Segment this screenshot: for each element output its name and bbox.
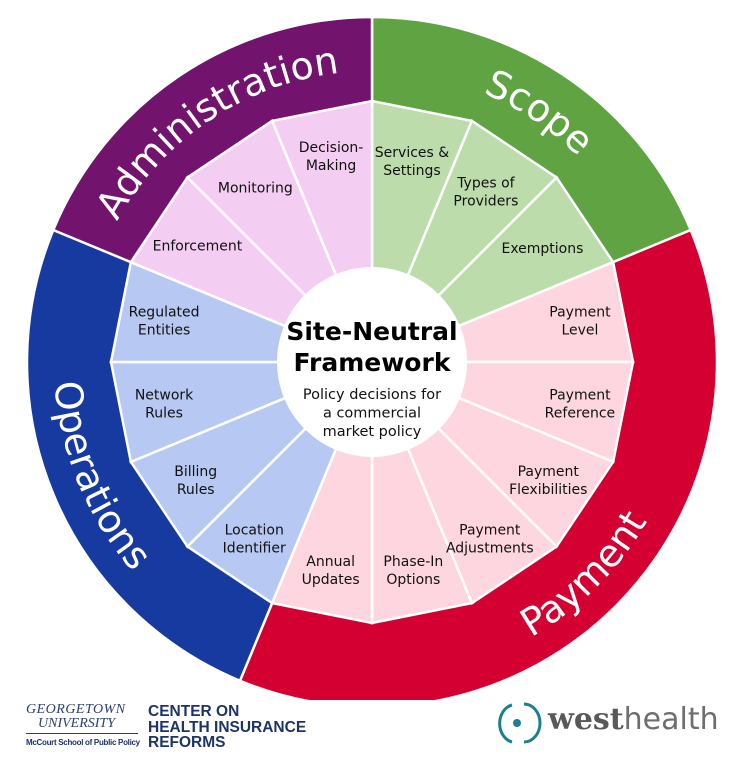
center-circle xyxy=(277,267,467,457)
university-name: UNIVERSITY xyxy=(26,717,138,734)
center-subtitle: Policy decisions for xyxy=(303,387,441,403)
health-text: health xyxy=(623,702,719,737)
chir-line: CENTER ON xyxy=(148,703,240,720)
policy-item-label: Services &Settings xyxy=(375,145,449,179)
chir-logo: CENTER ON HEALTH INSURANCE REFORMS xyxy=(148,704,306,751)
center-title: Site-Neutral xyxy=(286,317,457,346)
policy-item-label: Decision-Making xyxy=(299,140,364,174)
site-neutral-framework-wheel: ScopePaymentOperationsAdministrationServ… xyxy=(25,15,719,700)
chir-line: HEALTH INSURANCE xyxy=(148,718,307,736)
georgetown-logo: GEORGETOWN UNIVERSITY McCourt School of … xyxy=(26,702,140,747)
policy-item-label: Exemptions xyxy=(501,241,583,257)
policy-item-label: Monitoring xyxy=(218,180,293,196)
westhealth-mark-icon xyxy=(498,702,542,744)
center-subtitle: market policy xyxy=(323,424,422,440)
mccourt-school-name: McCourt School of Public Policy xyxy=(26,738,140,747)
west-text: west xyxy=(548,702,624,737)
chir-line: REFORMS xyxy=(148,734,226,751)
policy-item-label: Enforcement xyxy=(153,238,243,254)
center-subtitle: a commercial xyxy=(323,406,421,422)
georgetown-name: GEORGETOWN xyxy=(26,702,126,717)
westhealth-logo: westhealth xyxy=(498,700,719,746)
center-title: Framework xyxy=(294,348,452,377)
westhealth-wordmark: westhealth xyxy=(548,702,719,737)
